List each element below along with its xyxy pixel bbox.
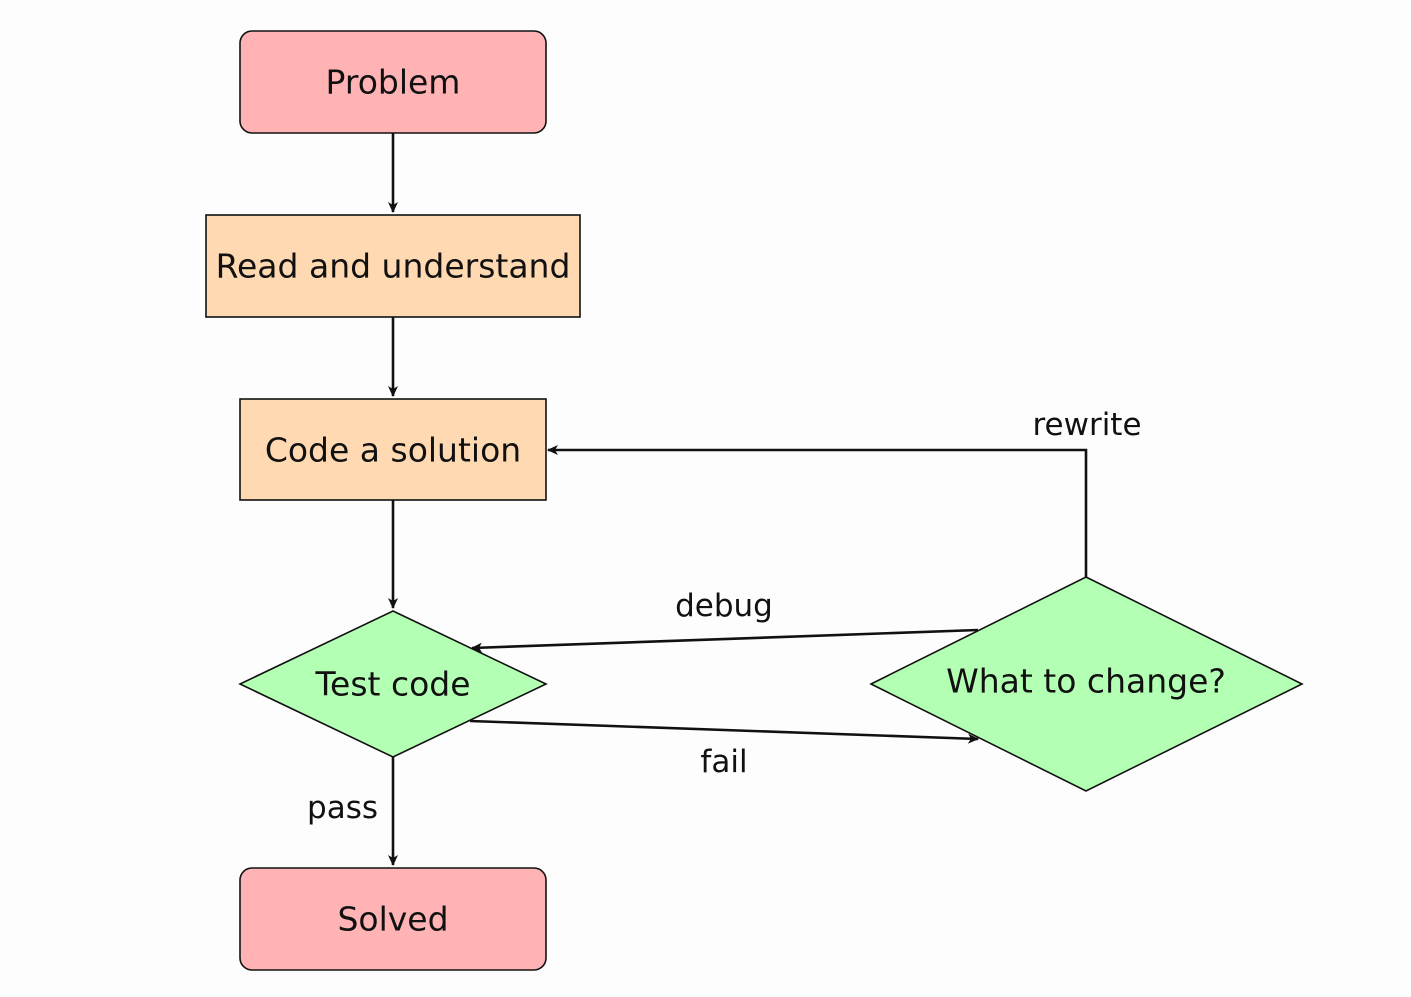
node-test-code: Test code — [238, 610, 548, 758]
edge-label-debug: debug — [675, 588, 773, 624]
node-read-label: Read and understand — [216, 247, 571, 286]
node-test-shape — [238, 610, 548, 758]
node-problem-label: Problem — [326, 63, 461, 102]
node-read-shape — [205, 214, 581, 318]
node-code-label: Code a solution — [265, 431, 521, 470]
edge-change-to-code — [547, 445, 1088, 577]
edge-change-to-test — [471, 628, 979, 653]
node-solved-shape — [239, 867, 547, 971]
node-change-shape — [869, 576, 1304, 792]
node-solved-label: Solved — [337, 900, 448, 939]
node-what-to-change: What to change? — [869, 576, 1304, 792]
edge-label-rewrite: rewrite — [1032, 407, 1141, 443]
node-read-and-understand: Read and understand — [205, 214, 581, 318]
node-change-label: What to change? — [946, 662, 1226, 701]
node-code-a-solution: Code a solution — [239, 398, 547, 501]
node-solved: Solved — [239, 867, 547, 971]
edge-test-to-change — [469, 719, 979, 744]
edge-label-fail: fail — [700, 744, 747, 780]
node-problem: Problem — [239, 30, 547, 134]
edge-label-pass: pass — [307, 790, 378, 826]
node-test-label: Test code — [314, 665, 470, 704]
node-problem-shape — [239, 30, 547, 134]
node-code-shape — [239, 398, 547, 501]
